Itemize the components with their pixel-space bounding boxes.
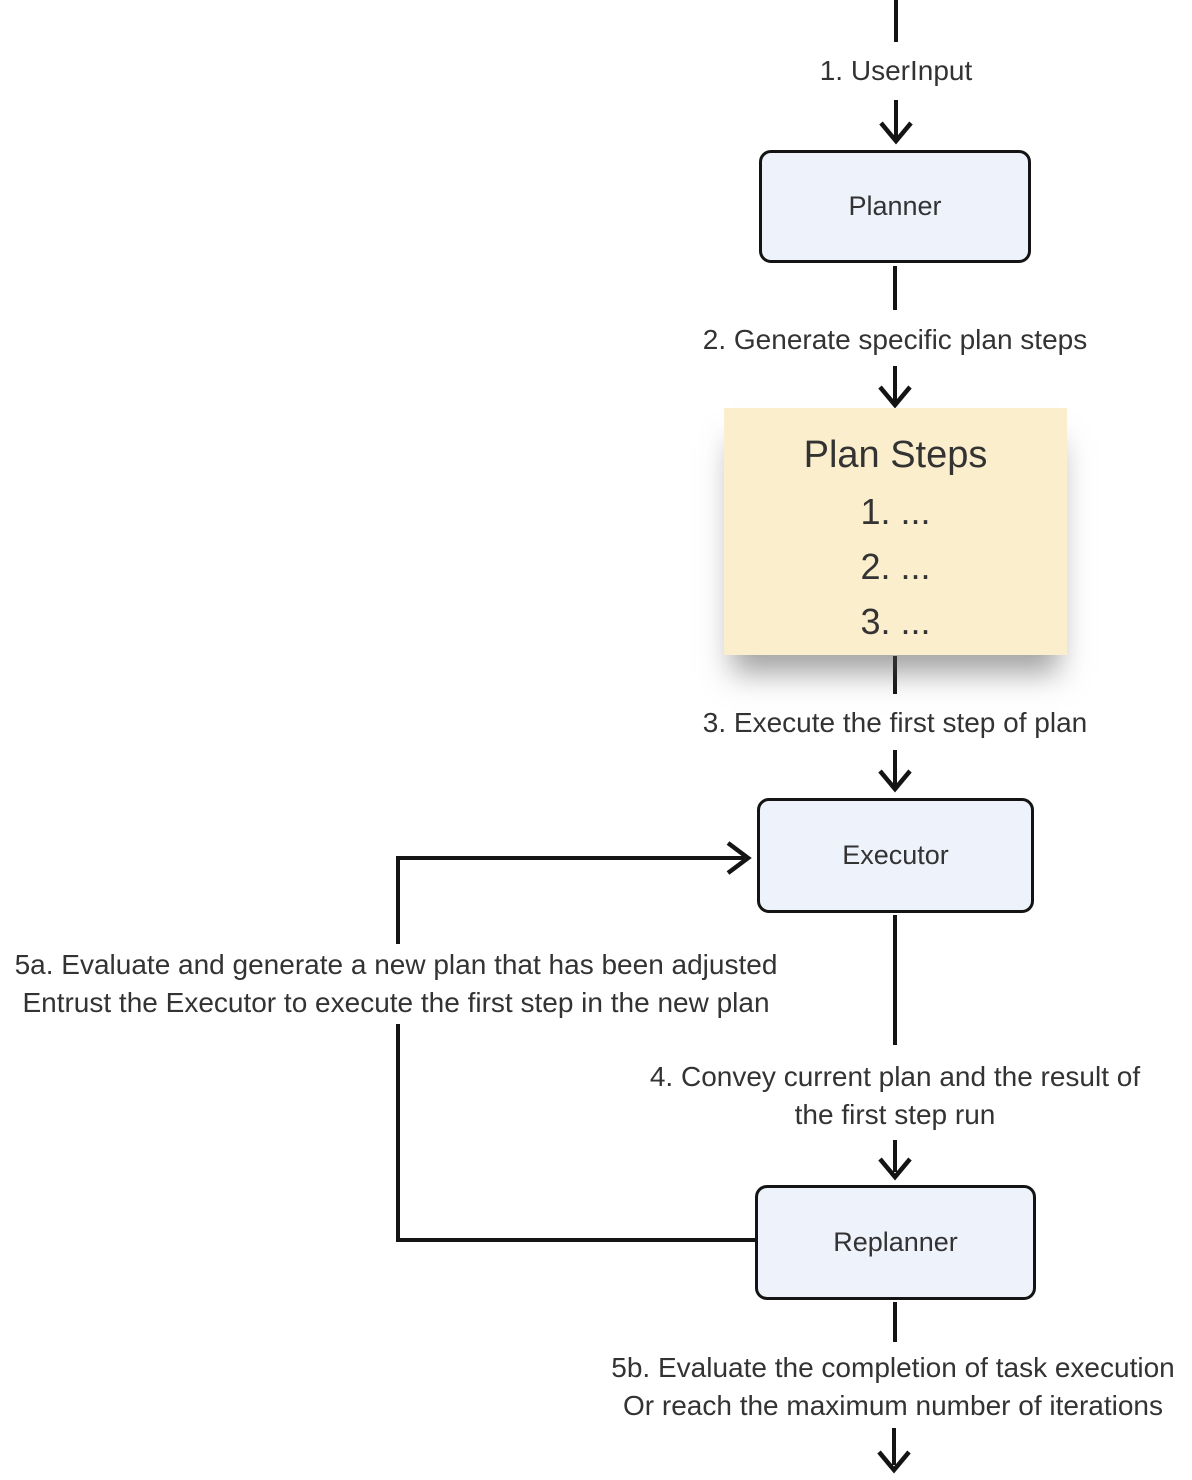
edge-replanner-loop-to-executor	[396, 856, 755, 1242]
planner-node-label: Planner	[848, 191, 942, 221]
plan-steps-title: Plan Steps	[803, 434, 988, 476]
edge-label-generate-plan-steps: 2. Generate specific plan steps	[702, 324, 1088, 355]
edge-label-convey-plan-line2: the first step run	[794, 1099, 996, 1130]
edge-label-replan-loop-line1: 5a. Evaluate and generate a new plan tha…	[14, 949, 778, 980]
plan-step-item: 2. ...	[860, 546, 931, 587]
edge-label-convey-plan-line1: 4. Convey current plan and the result of	[649, 1061, 1141, 1092]
arrow-down-icon	[879, 121, 913, 145]
arrow-down-icon	[878, 385, 912, 409]
plan-step-item: 1. ...	[860, 491, 931, 532]
arrow-down-icon	[878, 1157, 912, 1181]
edge-label-execute-first-step: 3. Execute the first step of plan	[702, 707, 1088, 738]
edge-label-evaluate-completion-line2: Or reach the maximum number of iteration…	[623, 1390, 1163, 1421]
executor-node: Executor	[757, 798, 1034, 913]
edge-label-replan-loop: 5a. Evaluate and generate a new plan tha…	[8, 944, 784, 1024]
edge-label-replan-loop-line2: Entrust the Executor to execute the firs…	[22, 987, 770, 1018]
executor-node-label: Executor	[842, 840, 949, 870]
edge-label-userinput: 1. UserInput	[819, 55, 973, 86]
edge-label-evaluate-completion: 5b. Evaluate the completion of task exec…	[611, 1349, 1174, 1425]
edge-label-convey-plan: 4. Convey current plan and the result of…	[650, 1058, 1140, 1134]
arrow-down-icon	[877, 1450, 911, 1474]
replanner-node: Replanner	[755, 1185, 1036, 1300]
replanner-node-label: Replanner	[833, 1227, 958, 1257]
planner-node: Planner	[759, 150, 1031, 263]
plan-step-item: 3. ...	[860, 601, 931, 642]
edge-label-evaluate-completion-line1: 5b. Evaluate the completion of task exec…	[611, 1352, 1175, 1383]
plan-steps-node: Plan Steps 1. ... 2. ... 3. ...	[724, 408, 1067, 655]
arrow-down-icon	[878, 769, 912, 793]
arrow-right-icon	[726, 841, 752, 875]
